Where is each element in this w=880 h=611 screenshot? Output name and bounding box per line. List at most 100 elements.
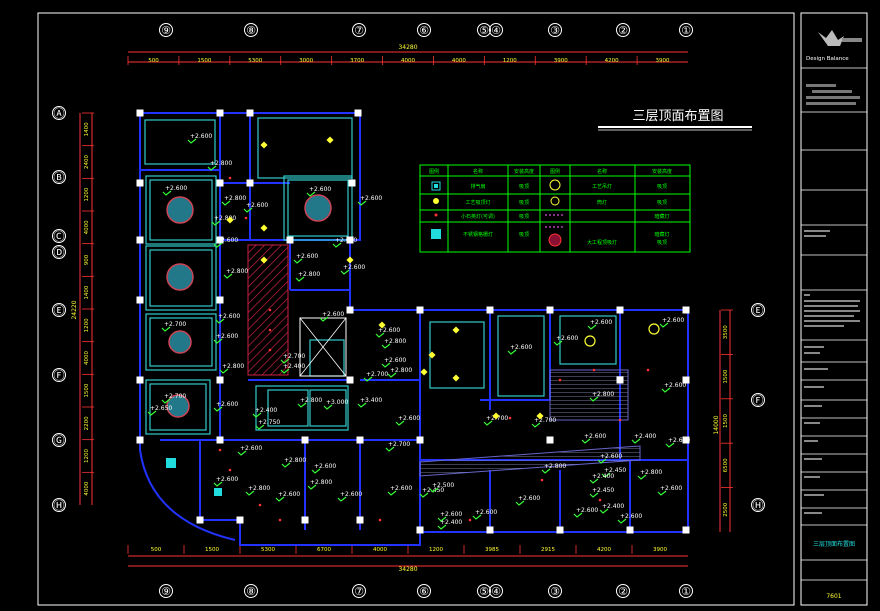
quartz-lamp-icon bbox=[618, 418, 622, 422]
quartz-lamp-icon bbox=[268, 348, 272, 352]
ceiling-height-label: +2.800 bbox=[210, 160, 232, 167]
chandelier-icon bbox=[166, 394, 190, 418]
legend-cell: 筒灯 bbox=[597, 199, 607, 206]
ceiling-height-label: +2.800 bbox=[592, 391, 614, 398]
legend-header: 图例 bbox=[429, 168, 439, 175]
ceiling-height-label: +2.600 bbox=[335, 237, 357, 244]
dim-label: 3700 bbox=[350, 58, 364, 64]
quartz-lamp-icon bbox=[258, 503, 262, 507]
column-square bbox=[346, 376, 354, 384]
grid-label: Ⓗ bbox=[54, 499, 65, 512]
grid-label: ⑥ bbox=[419, 585, 429, 598]
ceiling-height-label: +2.600 bbox=[216, 476, 238, 483]
grid-bubble-top: ② bbox=[616, 23, 630, 37]
column-square bbox=[301, 436, 309, 444]
column-square bbox=[682, 436, 690, 444]
ceiling-lamp-icon bbox=[420, 368, 428, 376]
ceiling-height-label: +2.600 bbox=[390, 485, 412, 492]
column-square bbox=[354, 109, 362, 117]
column-square bbox=[136, 179, 144, 187]
column-square bbox=[346, 236, 354, 244]
dim-label: 1400 bbox=[84, 122, 90, 136]
quartz-lamp-icon bbox=[592, 368, 596, 372]
column-square bbox=[546, 306, 554, 314]
ceiling-height-label: +2.800 bbox=[640, 469, 662, 476]
grid-label: Ⓕ bbox=[753, 394, 764, 407]
ceiling-lamp-icon bbox=[536, 412, 544, 420]
grid-label: ⑤ bbox=[479, 585, 489, 598]
dim-label: 6500 bbox=[723, 458, 729, 472]
drawing-frame bbox=[37, 12, 795, 606]
column-square bbox=[216, 109, 224, 117]
company-logo-icon bbox=[818, 30, 844, 46]
legend-cell: 吸顶 bbox=[519, 184, 529, 190]
ceiling-height-label: +2.400 bbox=[440, 519, 462, 526]
ceiling-height-label: +2.600 bbox=[660, 485, 682, 492]
chandelier-icon bbox=[304, 194, 332, 222]
dim-label: 3900 bbox=[554, 58, 568, 64]
legend-table: 图例名称安装高度图例名称安装高度 排气扇吸顶工艺吊灯吸顶工艺吸顶灯吸顶筒灯吸顶小… bbox=[419, 164, 691, 253]
column-square bbox=[136, 376, 144, 384]
ceiling-height-label: +2.800 bbox=[214, 215, 236, 222]
column-square bbox=[416, 436, 424, 444]
ceiling-lamp-icon bbox=[260, 256, 268, 264]
grid-bubble-right: Ⓕ bbox=[751, 393, 765, 407]
dim-label: 1200 bbox=[429, 547, 443, 553]
dim-label: 1400 bbox=[84, 285, 90, 299]
ceiling-height-label: +2.600 bbox=[600, 453, 622, 460]
legend-cell: 工艺吸顶灯 bbox=[465, 199, 490, 206]
ceiling-height-label: +2.600 bbox=[378, 327, 400, 334]
ceiling-height-label: +3.000 bbox=[326, 399, 348, 406]
ceiling-height-label: +2.600 bbox=[664, 382, 686, 389]
column-square bbox=[216, 296, 224, 304]
quartz-lamp-icon bbox=[468, 518, 472, 522]
ceiling-height-label: +2.600 bbox=[576, 507, 598, 514]
ceiling-lamp-icon bbox=[433, 198, 439, 204]
legend-cell: 吸顶 bbox=[657, 200, 667, 206]
chandelier-icon bbox=[168, 330, 192, 354]
grid-bubble-bottom: ④ bbox=[489, 584, 503, 598]
column-square bbox=[682, 526, 690, 534]
dimension-left: 24220 1400240012004000900140012004000150… bbox=[71, 112, 94, 505]
dim-label: 3900 bbox=[656, 58, 670, 64]
grid-bubble-top: ③ bbox=[548, 23, 562, 37]
column-square bbox=[556, 526, 564, 534]
ceiling-lamp-icon bbox=[378, 321, 386, 329]
ceiling-height-label: +3.400 bbox=[360, 397, 382, 404]
legend-header: 安装高度 bbox=[514, 168, 534, 175]
grid-bubble-left: Ⓓ bbox=[52, 245, 66, 259]
legend-header: 图例 bbox=[550, 168, 560, 175]
grid-label: Ⓔ bbox=[753, 304, 764, 317]
column-square bbox=[136, 296, 144, 304]
dim-label: 4000 bbox=[401, 58, 415, 64]
ceiling-lamp-icon bbox=[260, 141, 268, 149]
legend-header: 安装高度 bbox=[652, 168, 672, 175]
grid-bubble-top: ① bbox=[679, 23, 693, 37]
drawing-title: 三层顶面布置图 bbox=[632, 109, 723, 124]
legend-cell: 吸顶 bbox=[657, 184, 667, 190]
ceiling-height-label: +2.600 bbox=[165, 185, 187, 192]
dim-label: 1200 bbox=[84, 318, 90, 332]
ceiling-height-label: +2.750 bbox=[258, 419, 280, 426]
grid-label: ④ bbox=[491, 24, 501, 37]
dim-label: 1500 bbox=[205, 547, 219, 553]
column-square bbox=[216, 179, 224, 187]
dim-left-total: 24220 bbox=[71, 300, 78, 319]
quartz-lamp-icon bbox=[278, 518, 282, 522]
quartz-lamp-icon bbox=[540, 478, 544, 482]
ceiling-height-label: +2.600 bbox=[556, 335, 578, 342]
stair-hatch-zone bbox=[247, 244, 289, 376]
ceiling-height-label: +2.800 bbox=[298, 271, 320, 278]
legend-header: 名称 bbox=[473, 168, 483, 175]
grid-label: ⑨ bbox=[161, 585, 171, 598]
grid-label: ⑨ bbox=[161, 24, 171, 37]
column-square bbox=[356, 436, 364, 444]
column-square bbox=[616, 376, 624, 384]
chandelier-icon bbox=[166, 263, 194, 291]
grid-label: ③ bbox=[550, 585, 560, 598]
ceiling-height-label: +2.700 bbox=[164, 321, 186, 328]
grid-bubble-bottom: ⑨ bbox=[159, 584, 173, 598]
